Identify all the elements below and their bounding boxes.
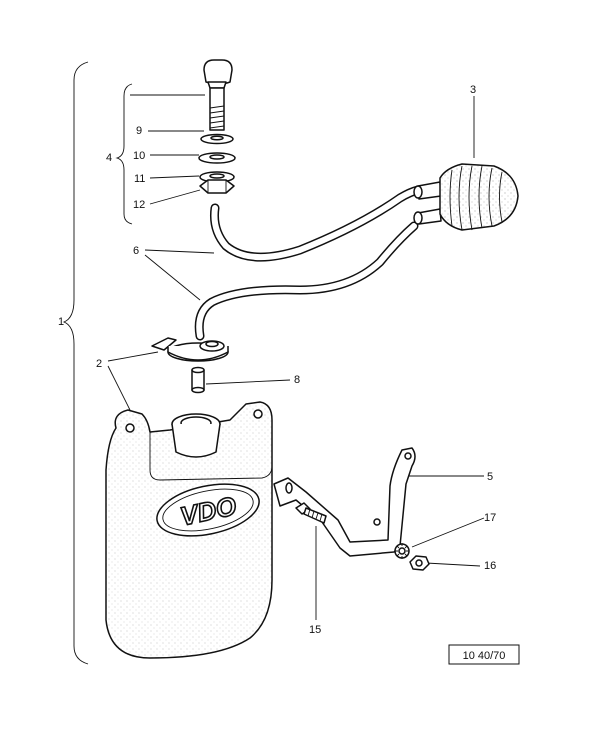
part-label-12: 12	[133, 199, 145, 211]
part-label-3: 3	[470, 84, 476, 96]
reservoir-cap	[151, 337, 229, 394]
hose-upper	[210, 185, 423, 262]
part-label-2: 2	[96, 358, 102, 370]
part-label-17: 17	[484, 512, 496, 524]
part-label-11: 11	[134, 173, 145, 185]
part-label-1: 1	[58, 316, 64, 328]
reservoir-tank: VDO	[105, 401, 273, 659]
bracket-1	[62, 61, 89, 665]
part-label-15: 15	[309, 624, 321, 636]
part-label-6: 6	[133, 245, 139, 257]
hose-lower	[194, 221, 419, 341]
part-number-labels: 1 2 3 4 5 6 8 9 10 11 12 15 16 17	[58, 84, 496, 636]
figure-reference-text: 10 40/70	[463, 650, 506, 662]
mounting-bracket	[273, 447, 416, 557]
fasteners	[295, 502, 430, 571]
washer-pump	[413, 163, 519, 231]
part-label-5: 5	[487, 471, 493, 483]
part-label-8: 8	[294, 374, 300, 386]
bracket-4	[115, 83, 133, 225]
part-label-16: 16	[484, 560, 496, 572]
bolt-assembly	[198, 59, 236, 194]
part-label-9: 9	[136, 125, 142, 137]
part-label-10: 10	[133, 150, 145, 162]
figure-reference: 10 40/70	[448, 644, 520, 665]
leader-lines	[107, 94, 485, 620]
part-label-4: 4	[106, 152, 112, 164]
